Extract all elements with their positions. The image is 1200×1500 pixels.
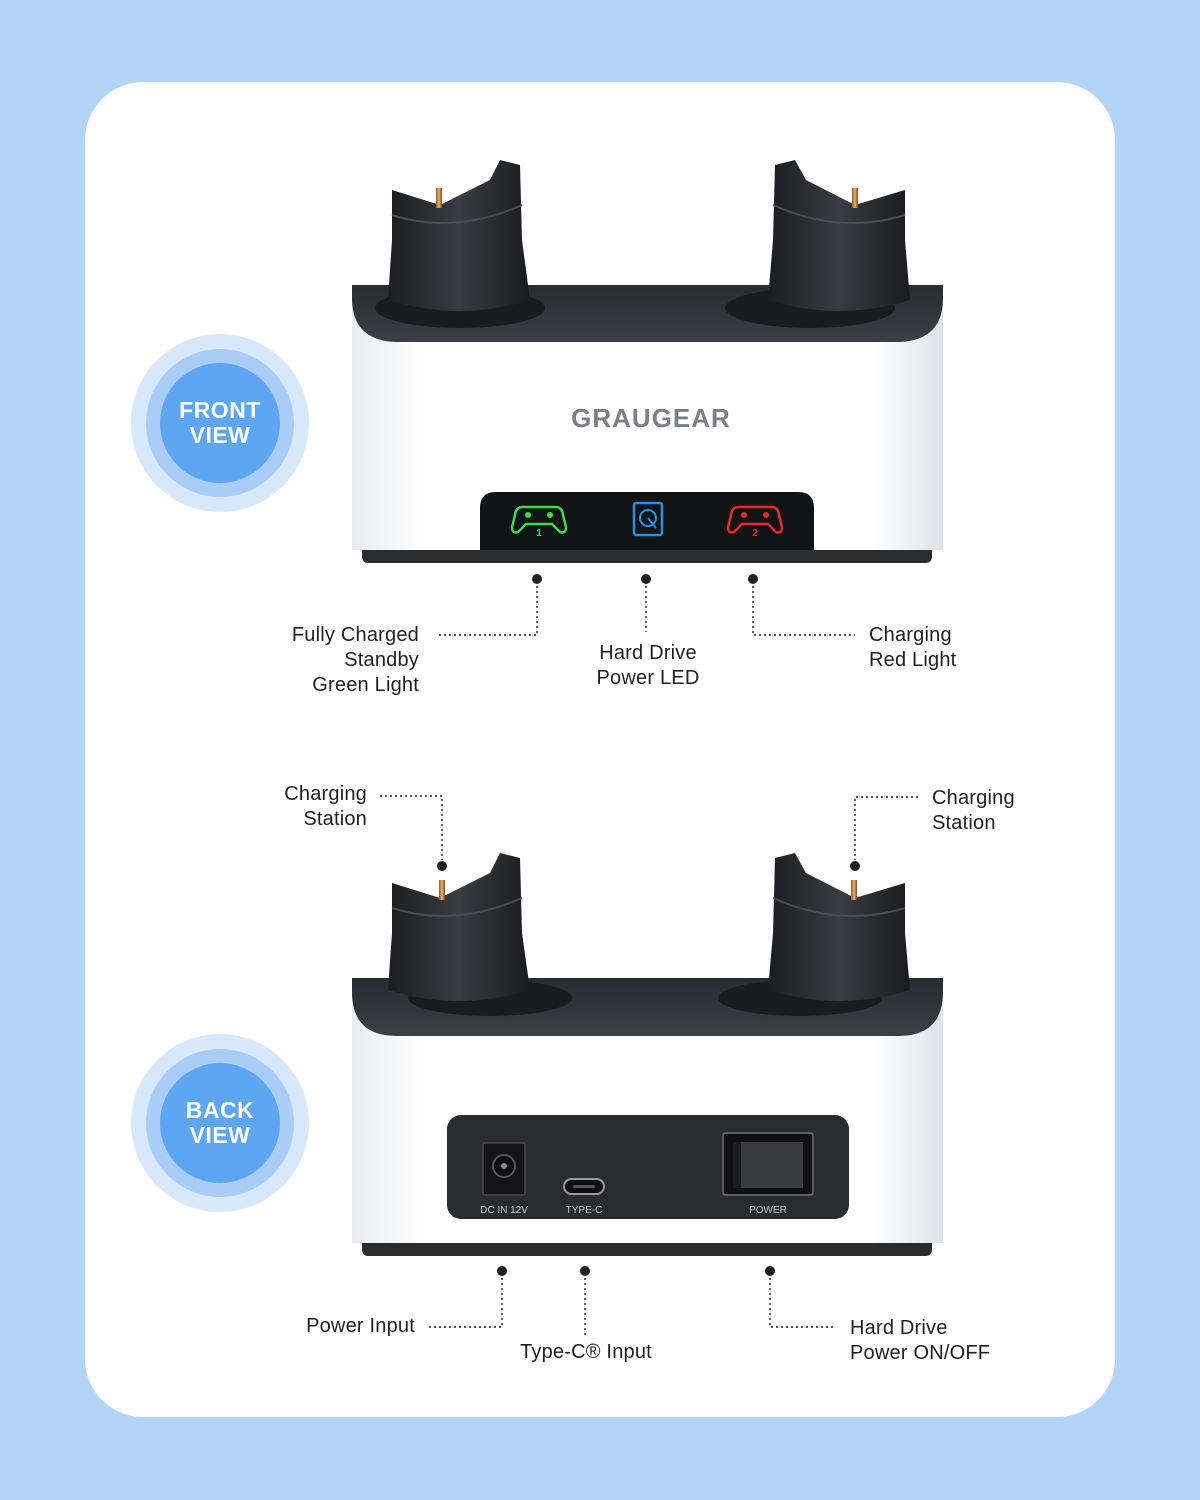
front-device: GRAUGEAR 1 2 bbox=[352, 160, 943, 563]
back-left-charging-pin bbox=[439, 880, 445, 900]
front-callouts bbox=[436, 586, 855, 636]
dc-power-jack: DC IN 12V bbox=[480, 1142, 528, 1216]
callout-dot-station-right bbox=[850, 861, 860, 871]
back-left-charging-cup bbox=[388, 853, 530, 1001]
svg-text:DC IN 12V: DC IN 12V bbox=[480, 1205, 528, 1216]
label-charging-station-left: Charging Station bbox=[284, 783, 367, 830]
power-switch: POWER bbox=[722, 1132, 814, 1216]
right-charging-cup bbox=[768, 160, 910, 311]
typec-port: TYPE-C bbox=[563, 1178, 605, 1216]
back-view-badge: BACK VIEW bbox=[131, 1034, 309, 1212]
front-view-label: FRONT VIEW bbox=[160, 363, 280, 483]
brand-logo: GRAUGEAR bbox=[571, 403, 731, 433]
hard-drive-icon bbox=[632, 501, 664, 537]
green-controller-icon: 1 bbox=[510, 505, 568, 539]
left-charging-cup bbox=[388, 160, 530, 311]
label-hard-drive-power: Hard Drive Power ON/OFF bbox=[850, 1317, 991, 1364]
back-view-label: BACK VIEW bbox=[160, 1063, 280, 1183]
svg-text:TYPE-C: TYPE-C bbox=[566, 1205, 603, 1216]
front-view-badge: FRONT VIEW bbox=[131, 334, 309, 512]
callout-dot-typec bbox=[580, 1266, 590, 1276]
svg-text:2: 2 bbox=[752, 528, 758, 539]
callout-dot-green bbox=[532, 574, 542, 584]
callout-dot-red bbox=[748, 574, 758, 584]
callout-dot-power-input bbox=[497, 1266, 507, 1276]
label-typec-input: Type-C® Input bbox=[520, 1341, 652, 1363]
left-charging-pin bbox=[436, 188, 442, 208]
callout-dot-station-left bbox=[437, 861, 447, 871]
svg-text:POWER: POWER bbox=[749, 1205, 787, 1216]
back-right-charging-cup bbox=[768, 853, 910, 1001]
label-charging-red: Charging Red Light bbox=[869, 624, 957, 671]
label-power-input: Power Input bbox=[306, 1315, 415, 1337]
label-charging-station-right: Charging Station bbox=[932, 787, 1015, 834]
back-right-charging-pin bbox=[851, 880, 857, 900]
led-panel bbox=[480, 492, 814, 550]
label-hard-drive-led: Hard Drive Power LED bbox=[596, 642, 700, 689]
red-controller-icon: 2 bbox=[726, 505, 784, 539]
callout-dot-power-switch bbox=[765, 1266, 775, 1276]
label-fully-charged: Fully Charged Standby Green Light bbox=[291, 624, 419, 696]
right-charging-pin bbox=[852, 188, 858, 208]
svg-text:1: 1 bbox=[536, 528, 542, 539]
back-device: DC IN 12V TYPE-C POWER bbox=[352, 853, 943, 1256]
callout-dot-hdd bbox=[641, 574, 651, 584]
back-callouts bbox=[380, 795, 918, 1335]
